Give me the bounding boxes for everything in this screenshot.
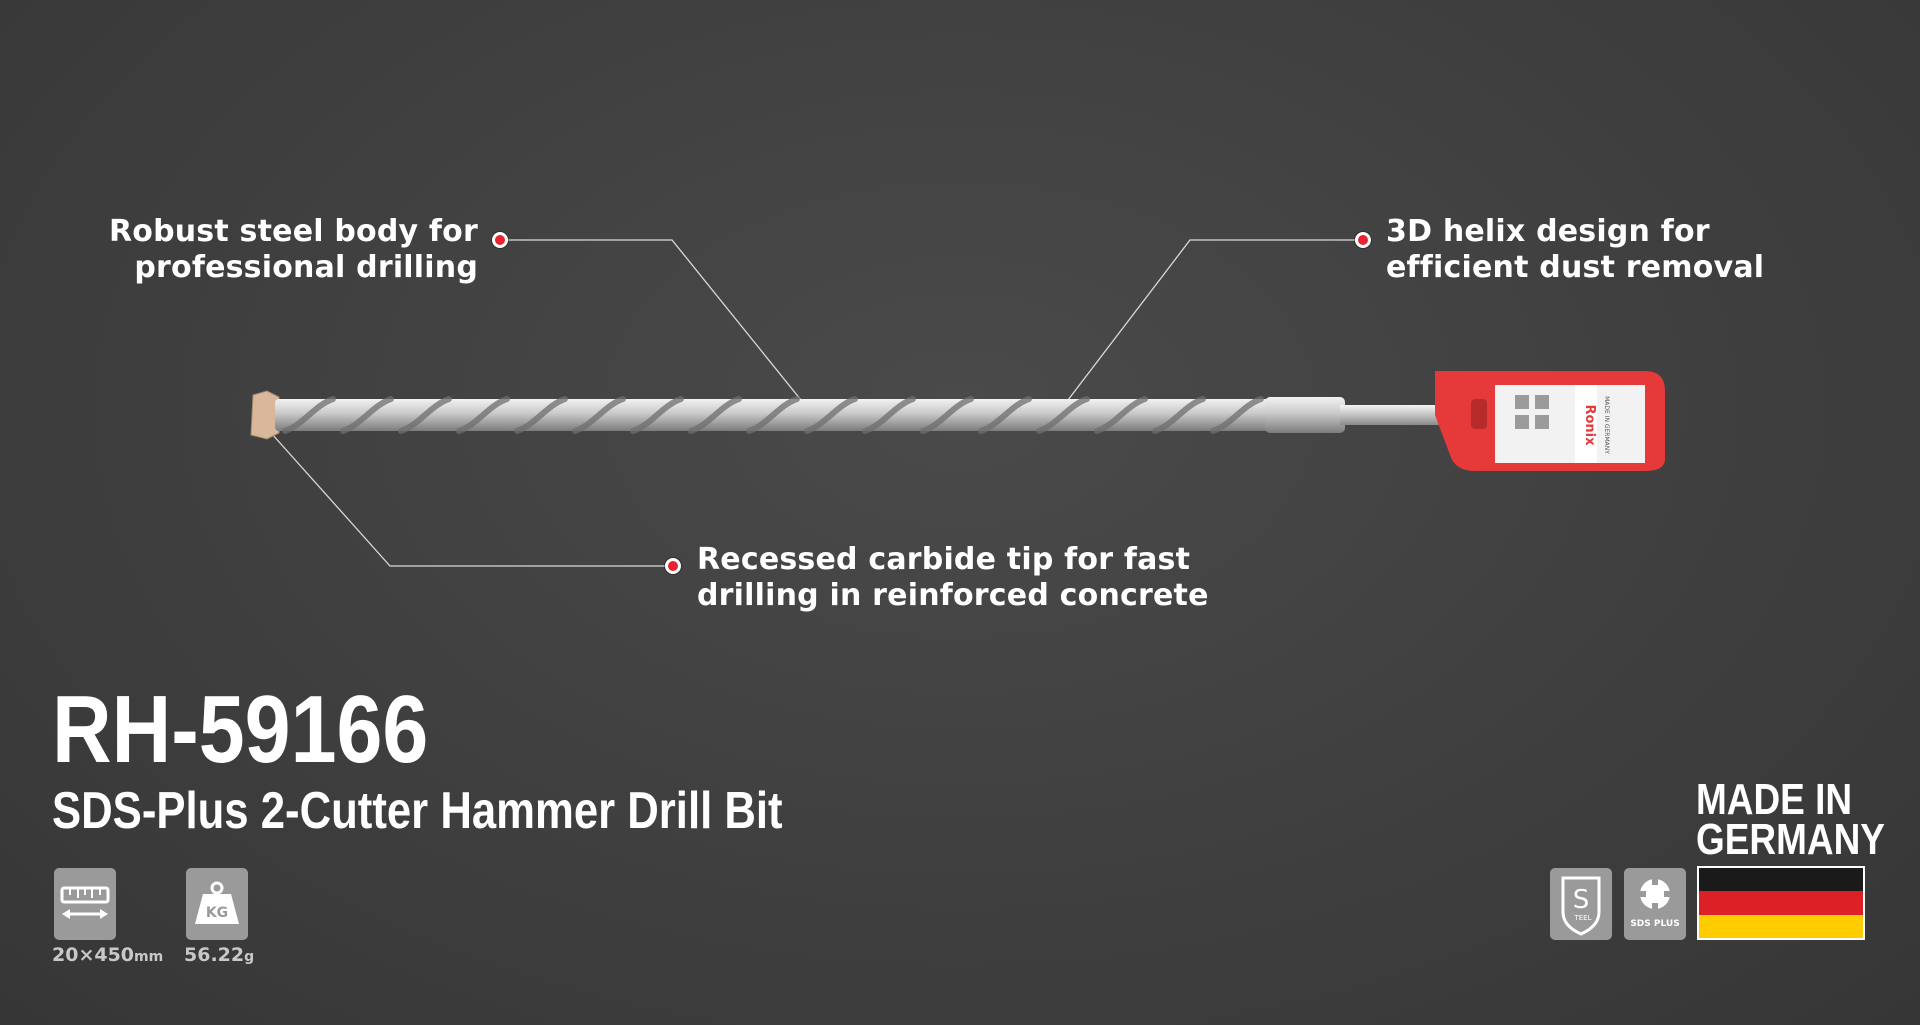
helix-flute [1094, 396, 1148, 434]
leader-line-carbide-tip [254, 414, 673, 567]
dimensions-unit: mm [134, 949, 164, 965]
helix-flute [978, 396, 1032, 434]
packaging-brand: Ronix [1582, 404, 1597, 446]
made-in-line2: GERMANY [1696, 815, 1885, 864]
weight-unit: g [244, 949, 255, 965]
helix-flute [572, 396, 626, 434]
steel-badge: S TEEL [1550, 868, 1612, 940]
product-model-number: RH-59166 [52, 676, 429, 783]
helix-flute [688, 396, 742, 434]
drill-bit-image: Ronix MADE IN GERMANY [250, 371, 1665, 471]
callout-steel-body: Robust steel body for professional drill… [100, 214, 478, 286]
callout-dot-carbide-tip [665, 558, 681, 574]
helix-flute [1210, 396, 1264, 434]
callout-helix: 3D helix design for efficient dust remov… [1386, 214, 1764, 286]
germany-flag [1697, 866, 1865, 940]
made-in-germany-text: MADE IN GERMANY [1696, 775, 1885, 864]
flag-stripe-red [1699, 891, 1863, 915]
packaging-holder: Ronix MADE IN GERMANY [1435, 371, 1665, 471]
dimensions-label: 20×450mm [52, 944, 163, 966]
callout-helix-line2: efficient dust removal [1386, 250, 1765, 285]
helix-flute [456, 396, 510, 434]
steel-badge-letter: S [1573, 885, 1590, 915]
weight-icon-text: KG [206, 905, 228, 921]
dimensions-value: 20×450 [52, 944, 135, 966]
weight-icon: KG [195, 881, 239, 924]
weight-label: 56.22g [184, 944, 254, 966]
leader-line-helix [1067, 239, 1363, 401]
helix-flute [746, 396, 800, 434]
helix-flute [1036, 396, 1090, 434]
packaging-origin: MADE IN GERMANY [1603, 396, 1610, 454]
callout-steel-body-line2: professional drilling [134, 250, 478, 285]
helix-flutes [282, 396, 1264, 434]
callout-helix-line1: 3D helix design for [1386, 214, 1710, 249]
callout-steel-body-line1: Robust steel body for [108, 214, 478, 249]
helix-flute [920, 396, 974, 434]
leader-line-steel-body [500, 239, 806, 406]
helix-flute [514, 396, 568, 434]
made-in-line1: MADE IN [1696, 775, 1853, 824]
drill-shank [1340, 405, 1450, 425]
carbide-tip [250, 390, 280, 440]
sds-plus-icon: SDS PLUS [1630, 877, 1680, 929]
helix-flute [282, 396, 336, 434]
flag-stripe-gold [1699, 914, 1863, 938]
callout-carbide-tip-line1: Recessed carbide tip for fast [697, 542, 1191, 577]
steel-shield-icon: S TEEL [1561, 876, 1601, 936]
sds-badge-text: SDS PLUS [1630, 919, 1679, 929]
callout-dot-helix [1355, 232, 1371, 248]
steel-badge-text: TEEL [1573, 914, 1591, 922]
helix-flute [340, 396, 394, 434]
helix-flute [862, 396, 916, 434]
sds-plus-badge: SDS PLUS [1624, 868, 1686, 940]
callout-carbide-tip-line2: drilling in reinforced concrete [697, 578, 1209, 613]
weight-value: 56.22 [184, 944, 245, 966]
product-name: SDS-Plus 2-Cutter Hammer Drill Bit [52, 782, 783, 840]
callout-carbide-tip: Recessed carbide tip for fast drilling i… [697, 542, 1209, 614]
helix-flute [1152, 396, 1206, 434]
helix-flute [804, 396, 858, 434]
ruler-icon [60, 886, 110, 919]
callout-dot-steel-body [492, 232, 508, 248]
dimensions-tile [54, 868, 116, 940]
weight-tile: KG [186, 868, 248, 940]
helix-flute [398, 396, 452, 434]
helix-flute [630, 396, 684, 434]
flag-stripe-black [1699, 868, 1863, 892]
drill-collar [1265, 397, 1345, 433]
